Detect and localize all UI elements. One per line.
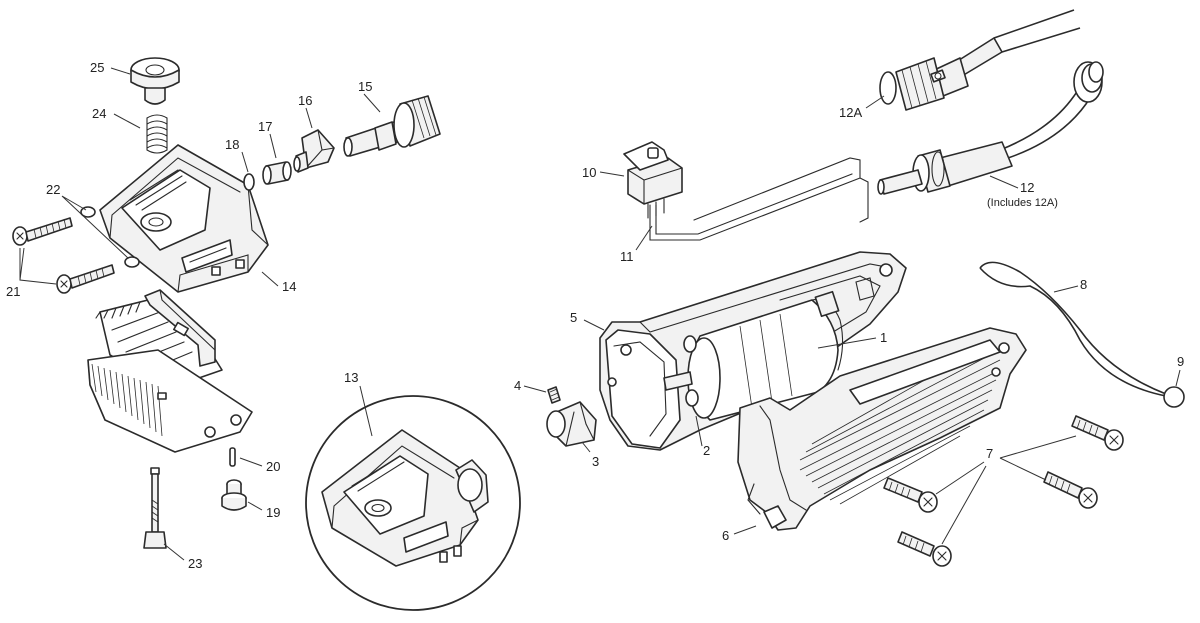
label-1: 1 [880,330,887,345]
label-2: 2 [703,443,710,458]
label-8: 8 [1080,277,1087,292]
part-11-wire-harness [649,157,869,241]
part-21-screws [12,217,115,294]
part-10-rocker-switch [623,141,683,219]
part-18-o-ring [243,173,255,191]
label-11: 11 [620,249,634,264]
part-16-eccentric [293,129,335,173]
label-10: 10 [582,165,596,180]
part-22-washers [80,206,140,268]
label-19: 19 [266,505,280,520]
label-12-note: (Includes 12A) [987,197,1058,209]
part-12-power-cord [877,61,1104,195]
label-18: 18 [225,137,239,152]
label-21: 21 [6,284,20,299]
part-17-sleeve [262,161,292,185]
label-6: 6 [722,528,729,543]
callout-labels: 1 2 3 4 5 6 7 8 9 10 11 12 (Includes 12A… [6,60,1184,571]
label-23: 23 [188,556,202,571]
label-3: 3 [592,454,599,469]
part-15-drive-shaft [343,95,441,157]
part-24-spring [146,114,168,154]
part-14-blade-head [99,144,269,293]
label-14: 14 [282,279,296,294]
part-25-tension-knob [130,57,180,105]
label-20: 20 [266,459,280,474]
part-3-drive-cap [546,401,597,447]
label-22: 22 [46,182,60,197]
label-17: 17 [258,119,272,134]
label-12a: 12A [839,105,862,120]
label-7: 7 [986,446,993,461]
part-4-set-screw [547,386,561,404]
label-12: 12 [1020,180,1034,195]
label-13: 13 [344,370,358,385]
label-9: 9 [1177,354,1184,369]
label-16: 16 [298,93,312,108]
part-19-bushing [221,479,247,511]
part-7-handle-screws [883,415,1124,567]
part-23-long-bolt [143,467,167,549]
part-13-assembled-head-inset [305,395,521,611]
label-4: 4 [514,378,521,393]
part-12a-plug [879,9,1081,111]
leader-lines [19,67,1181,561]
part-6-handle-shell [737,327,1027,531]
part-lower-comb-blade [87,349,253,453]
part-8-lanyard [979,261,1167,397]
label-25: 25 [90,60,104,75]
label-5: 5 [570,310,577,325]
part-9-bead [1163,386,1185,408]
label-15: 15 [358,79,372,94]
part-20-pin [229,447,236,467]
label-24: 24 [92,106,106,121]
